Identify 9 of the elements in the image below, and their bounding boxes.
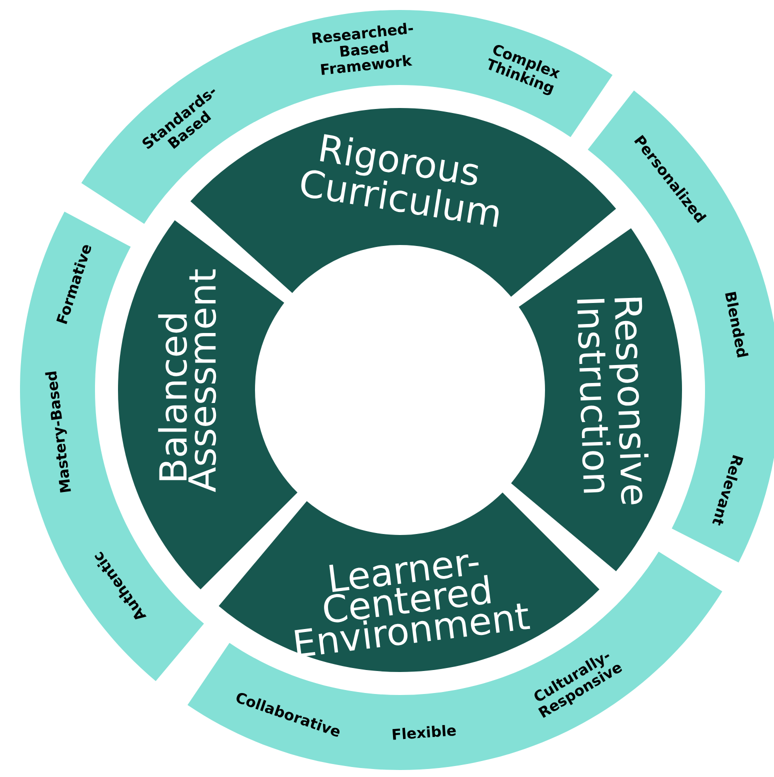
ring-band — [188, 552, 722, 770]
segment-label: Responsive Instruction — [577, 298, 649, 504]
band-label: Researched-Based Framework — [312, 22, 413, 75]
band-label: Blended — [725, 292, 748, 358]
segment-label: Learner-Centered Environment — [294, 554, 530, 658]
segment-label: Rigorous Curriculum — [301, 134, 499, 227]
segment-label: Balanced Assessment — [158, 269, 216, 492]
curriculum-segment — [511, 228, 682, 572]
band-label: Flexible — [392, 725, 456, 740]
